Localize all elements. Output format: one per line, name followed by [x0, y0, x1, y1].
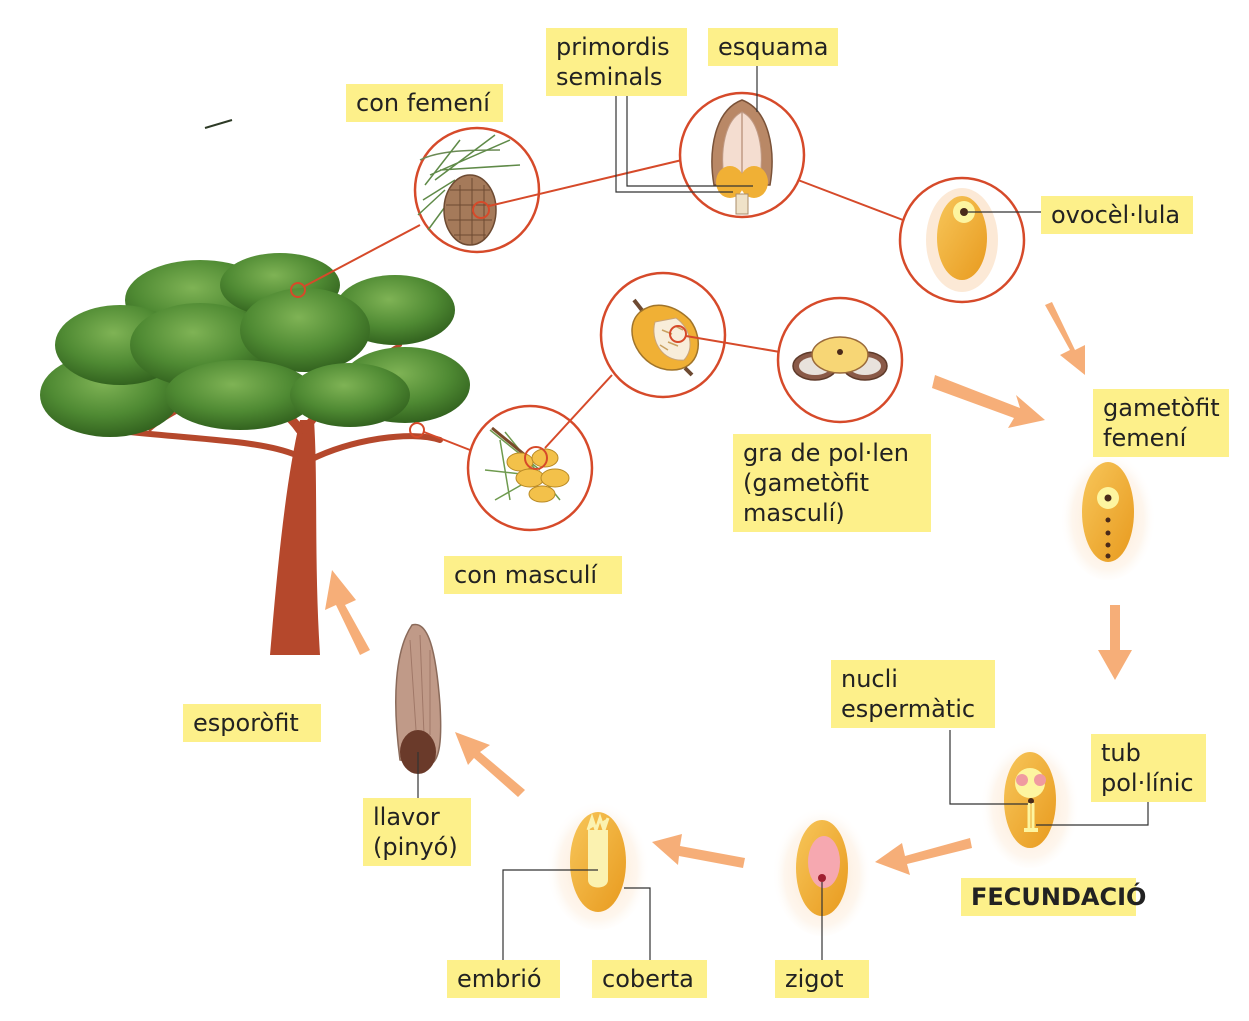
label-primordis-seminals: primordis seminals [546, 28, 687, 96]
scale-detail-icon [678, 91, 806, 219]
zygote-icon [772, 800, 872, 936]
label-con-masculi: con masculí [444, 556, 622, 594]
female-cone-icon [413, 126, 541, 254]
ovule-icon [898, 176, 1026, 304]
label-llavor: llavor (pinyó) [363, 798, 471, 866]
label-gametofit-femeni: gametòfit femení [1093, 389, 1229, 457]
label-esporofit: esporòfit [183, 704, 321, 742]
label-nucli-espermatic: nucli espermàtic [831, 660, 995, 728]
label-gra-de-pollen: gra de pol·len (gametòfit masculí) [733, 434, 931, 532]
label-esquama: esquama [708, 28, 838, 66]
label-ovocel-lula: ovocèl·lula [1041, 196, 1193, 234]
label-tub-pollinic: tub pol·línic [1091, 734, 1206, 802]
male-cone-icon [466, 404, 594, 532]
label-con-femeni: con femení [346, 84, 503, 122]
female-gametophyte-icon [1060, 444, 1156, 580]
label-zigot: zigot [775, 960, 869, 998]
pollen-sac-icon [599, 271, 727, 399]
label-embrio: embrió [447, 960, 560, 998]
label-fecundacio: FECUNDACIÓ [961, 878, 1146, 916]
pollen-grain-icon [776, 296, 904, 424]
seed-icon [395, 623, 442, 774]
fertilization-icon [980, 732, 1080, 868]
cycle-arrows [325, 302, 1132, 875]
pine-tree-icon [40, 119, 470, 655]
label-coberta: coberta [592, 960, 707, 998]
embryo-icon [546, 794, 650, 930]
